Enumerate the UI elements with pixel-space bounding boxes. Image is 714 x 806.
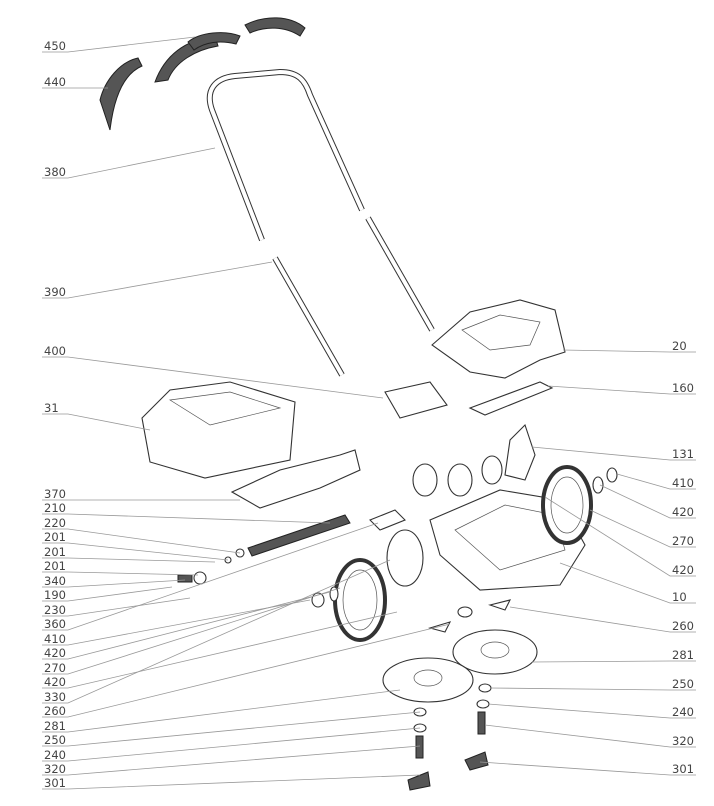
- nut-240: [477, 700, 489, 708]
- part-label: 370: [44, 487, 66, 501]
- part-label: 160: [672, 381, 694, 395]
- part-label: 420: [672, 505, 694, 519]
- nut-250: [479, 684, 491, 692]
- shaft-320: [478, 712, 485, 734]
- part-label: 420: [44, 675, 66, 689]
- part-label: 420: [44, 646, 66, 660]
- part-labels: 4504403803904003137021022020120120134019…: [42, 37, 696, 790]
- leader-line: [42, 728, 420, 761]
- part-label: 270: [672, 534, 694, 548]
- parts: [100, 18, 617, 790]
- brush-disc-281-left: [383, 658, 473, 702]
- leader-line: [42, 690, 400, 732]
- part-label: 301: [44, 776, 66, 790]
- part-label: 250: [44, 733, 66, 747]
- part-label: 420: [672, 563, 694, 577]
- part-label: 440: [44, 75, 66, 89]
- part-131: [505, 425, 535, 480]
- leader-line: [42, 712, 420, 746]
- part-label: 20: [672, 339, 687, 353]
- leader-line: [42, 262, 272, 298]
- hub-250: [458, 607, 472, 617]
- leader-line: [42, 529, 240, 553]
- part-label: 301: [672, 762, 694, 776]
- part-label: 410: [44, 632, 66, 646]
- leader-line: [490, 688, 696, 690]
- part-label: 400: [44, 344, 66, 358]
- shaft-320-b: [416, 736, 423, 758]
- part-label: 201: [44, 530, 66, 544]
- part-label: 260: [44, 704, 66, 718]
- leader-line: [42, 414, 150, 430]
- gear-left: [413, 464, 437, 496]
- part-label: 240: [672, 705, 694, 719]
- part-160: [470, 382, 552, 415]
- gear-right: [482, 456, 502, 484]
- part-label: 270: [44, 661, 66, 675]
- part-label: 450: [44, 39, 66, 53]
- gear-301: [465, 752, 488, 770]
- mount-260-b: [490, 600, 510, 610]
- leader-line: [42, 558, 215, 562]
- part-label: 201: [44, 559, 66, 573]
- part-label: 131: [672, 447, 694, 461]
- part-label: 320: [672, 734, 694, 748]
- leader-line: [42, 600, 310, 645]
- handle-grip-450-right: [245, 18, 305, 36]
- hopper-31: [142, 382, 295, 478]
- part-label: 210: [44, 501, 66, 515]
- part-label: 320: [44, 762, 66, 776]
- part-label: 31: [44, 401, 59, 415]
- part-label: 281: [44, 719, 66, 733]
- cap-410: [607, 468, 617, 482]
- plate-360: [370, 510, 405, 530]
- part-label: 10: [672, 590, 687, 604]
- handle-grip-450-mid: [188, 33, 240, 50]
- part-label: 330: [44, 690, 66, 704]
- leader-line: [42, 514, 330, 523]
- top-cover-20: [432, 300, 565, 378]
- part-label: 250: [672, 677, 694, 691]
- ring-420: [593, 477, 603, 493]
- part-label: 410: [672, 476, 694, 490]
- leader-line: [510, 607, 696, 632]
- wheel-270-right: [543, 467, 591, 543]
- part-label: 190: [44, 588, 66, 602]
- spring-340: [178, 575, 192, 582]
- part-label: 380: [44, 165, 66, 179]
- part-400: [385, 382, 447, 418]
- leader-line: [42, 746, 420, 775]
- hub-330: [387, 530, 423, 586]
- leader-line: [485, 725, 696, 747]
- part-label: 390: [44, 285, 66, 299]
- leader-line: [42, 592, 330, 659]
- part-label: 201: [44, 545, 66, 559]
- part-label: 281: [672, 648, 694, 662]
- part-label: 340: [44, 574, 66, 588]
- part-label: 240: [44, 748, 66, 762]
- part-label: 360: [44, 617, 66, 631]
- part-label: 220: [44, 516, 66, 530]
- gear-230: [194, 572, 206, 584]
- leader-line: [480, 762, 696, 775]
- wheel-270-left: [335, 560, 385, 640]
- leader-line: [42, 148, 215, 178]
- handle-grip-440: [100, 58, 142, 130]
- part-label: 260: [672, 619, 694, 633]
- part-label: 230: [44, 603, 66, 617]
- leader-line: [42, 775, 420, 789]
- leader-line: [42, 523, 378, 630]
- mount-260: [430, 622, 450, 632]
- leader-line: [42, 543, 228, 560]
- leader-line: [488, 704, 696, 718]
- gear-mid: [448, 464, 472, 496]
